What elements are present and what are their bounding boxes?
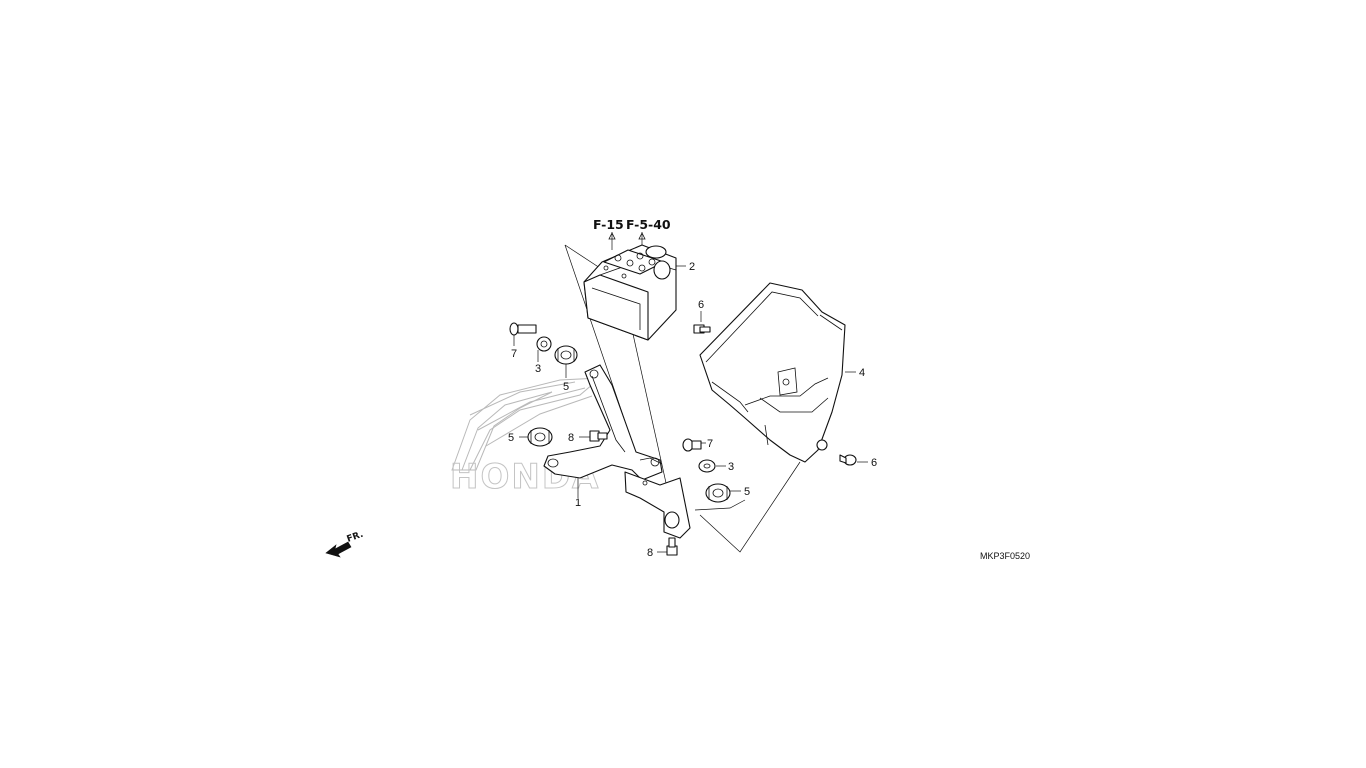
abs-modulator [583, 244, 677, 341]
callout-screw-left: 7 [511, 348, 517, 360]
callout-cover: 4 [859, 367, 865, 379]
reference-arrow-2 [638, 232, 646, 240]
collar-left [536, 336, 552, 352]
callout-collar-left: 3 [535, 363, 541, 375]
grommet-right [705, 483, 731, 503]
callout-bolt-cover-right: 6 [871, 457, 877, 469]
reference-arrow-1 [608, 232, 616, 240]
bolt-cover-right [839, 454, 857, 466]
callout-grommet-left: 5 [508, 432, 514, 444]
bolt-cover-top [693, 324, 711, 334]
reference-label-2: F-5-40 [626, 217, 671, 232]
front-label: FR. [346, 530, 365, 545]
bolt-bracket-bottom [666, 537, 678, 556]
abs-bracket [543, 364, 691, 539]
collar-right [698, 459, 716, 473]
callout-bolt-bracket-bottom: 8 [647, 547, 653, 559]
screw-left [509, 322, 537, 336]
screw-right [682, 438, 702, 452]
bolt-bracket-mid [589, 430, 608, 442]
drawing-code: MKP3F0520 [980, 551, 1030, 561]
callout-leaders [513, 265, 868, 553]
callout-collar-right: 3 [728, 461, 734, 473]
grommet-upper [554, 345, 578, 365]
callout-grommet-upper: 5 [563, 381, 569, 393]
callout-bolt-bracket-mid: 8 [568, 432, 574, 444]
front-direction-arrow-icon [325, 541, 352, 558]
grommet-left [527, 427, 553, 447]
callout-grommet-right: 5 [744, 486, 750, 498]
callout-screw-right: 7 [707, 438, 713, 450]
callout-bolt-cover-top: 6 [698, 299, 704, 311]
reference-label-1: F-15 [593, 217, 624, 232]
callout-bracket: 1 [575, 497, 581, 509]
callout-modulator: 2 [689, 261, 695, 273]
abs-cover [699, 282, 846, 463]
